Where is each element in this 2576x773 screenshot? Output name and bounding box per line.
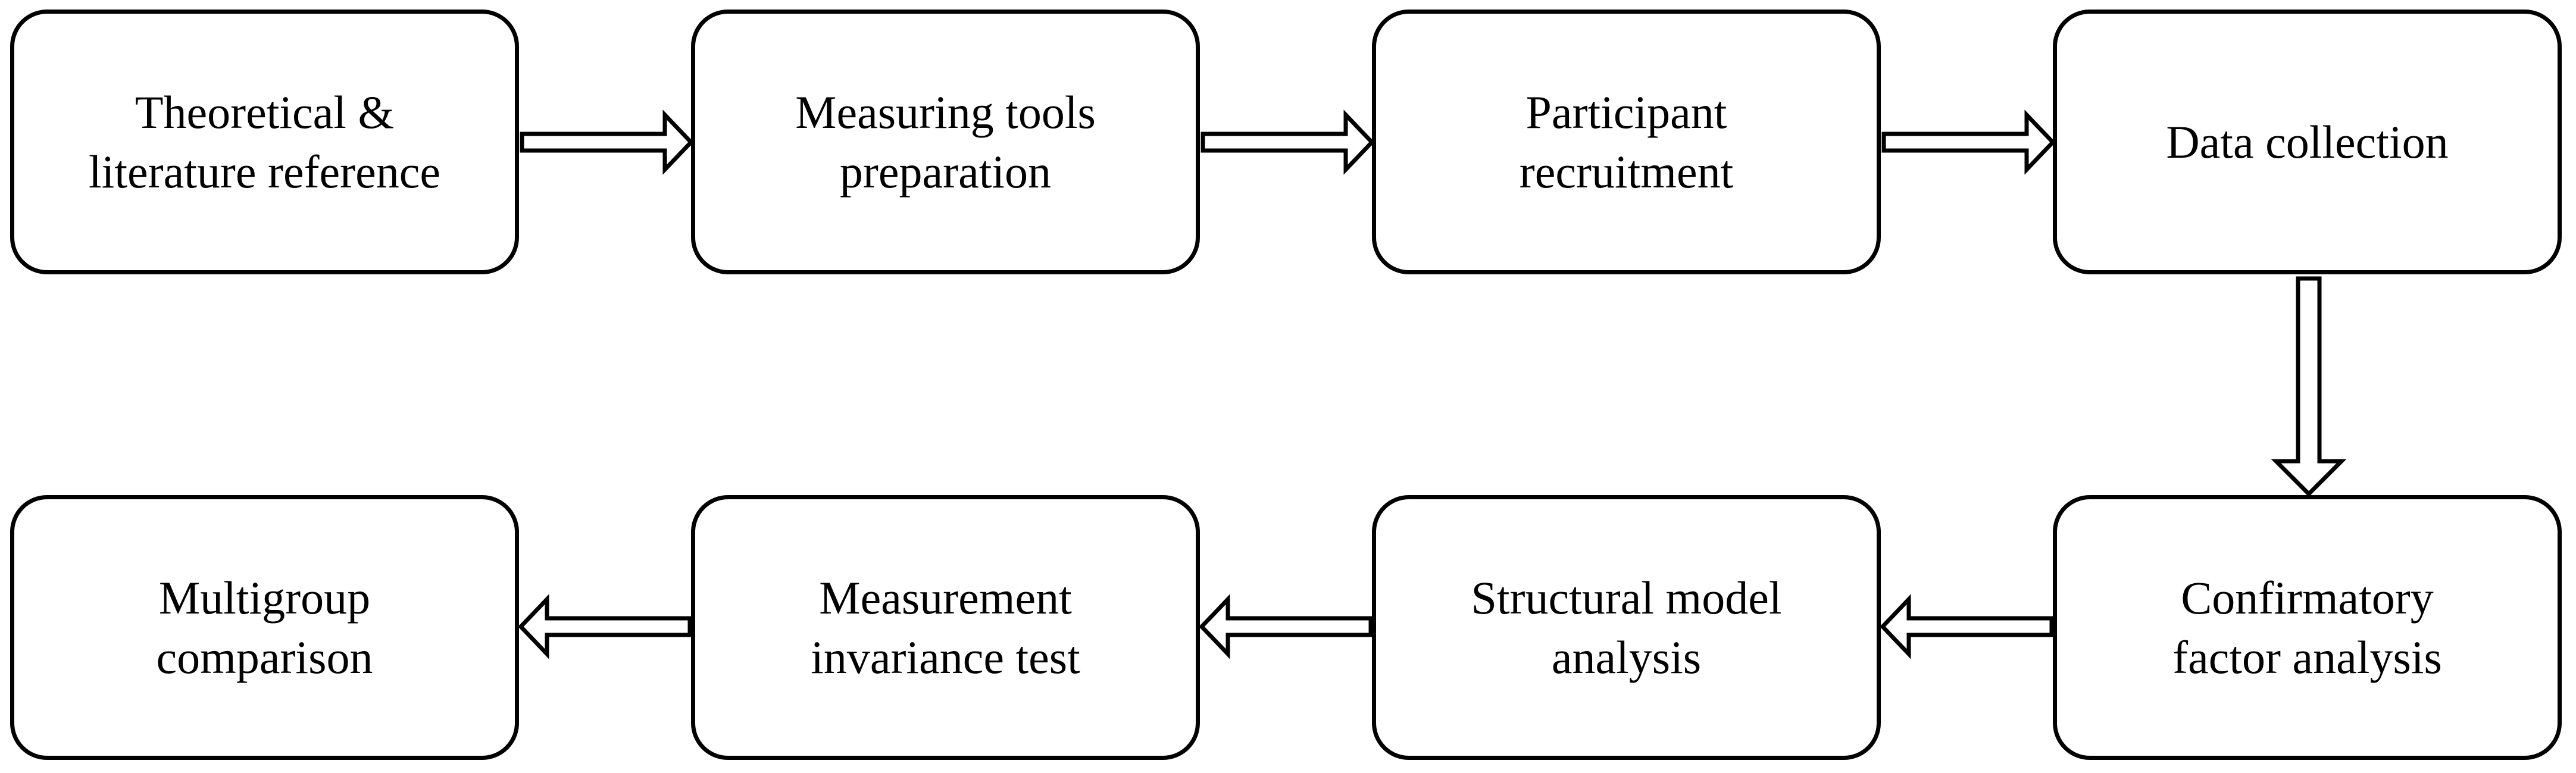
arrow-step5-to-step6 <box>1880 594 2054 659</box>
step-label: Measurement invariance test <box>811 571 1080 683</box>
step-label: Structural model analysis <box>1471 571 1782 683</box>
step-label: Theoretical & literature reference <box>88 86 441 198</box>
arrow-step7-to-step8 <box>518 594 692 659</box>
step-box-participant-recruitment: Participant recruitment <box>1372 10 1881 274</box>
step-box-measurement-invariance-test: Measurement invariance test <box>691 495 1200 760</box>
step-box-multigroup-comparison: Multigroup comparison <box>10 495 519 760</box>
step-label: Participant recruitment <box>1519 86 1734 198</box>
step-box-measuring-tools-preparation: Measuring tools preparation <box>691 10 1200 274</box>
arrow-step3-to-step4 <box>1881 109 2056 175</box>
arrow-step1-to-step2 <box>520 109 694 175</box>
step-label: Data collection <box>2166 115 2449 168</box>
step-box-theoretical-literature-reference: Theoretical & literature reference <box>10 10 519 274</box>
step-label: Confirmatory factor analysis <box>2172 571 2442 683</box>
arrow-step2-to-step3 <box>1201 109 1375 175</box>
step-label: Measuring tools preparation <box>795 86 1096 198</box>
step-box-confirmatory-factor-analysis: Confirmatory factor analysis <box>2053 495 2562 760</box>
step-label: Multigroup comparison <box>156 571 373 683</box>
arrow-step6-to-step7 <box>1199 594 1373 659</box>
step-box-data-collection: Data collection <box>2053 10 2562 274</box>
arrow-step4-to-step5 <box>2271 276 2347 497</box>
step-box-structural-model-analysis: Structural model analysis <box>1372 495 1881 760</box>
